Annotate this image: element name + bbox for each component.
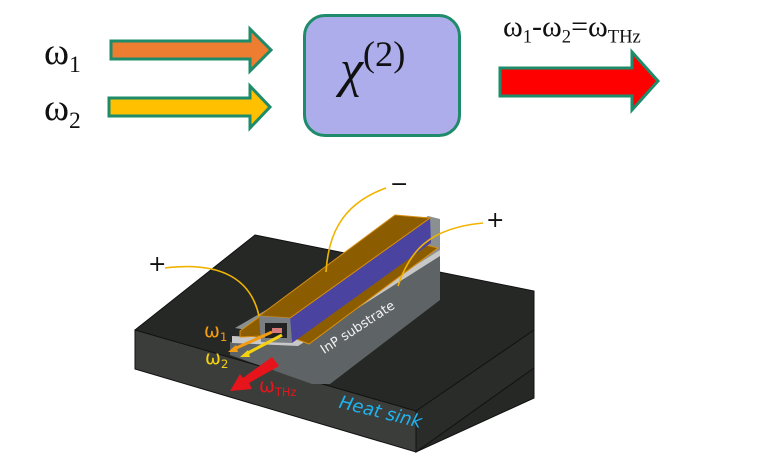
omega-1-beam bbox=[233, 330, 273, 351]
ridge-sidewall bbox=[290, 217, 431, 343]
omega-2: ω bbox=[542, 10, 562, 43]
thz-beam-label: ωTHz bbox=[259, 375, 297, 399]
omega-2-label: ω2 bbox=[44, 86, 81, 133]
omega-1-arrow bbox=[109, 25, 274, 75]
subscript: 1 bbox=[219, 330, 228, 345]
superscript: (2) bbox=[362, 33, 406, 74]
omega-symbol: ω bbox=[44, 87, 70, 129]
wire-right-plus bbox=[397, 222, 484, 287]
omega-thz: ω bbox=[588, 10, 608, 43]
subscript: 2 bbox=[220, 357, 229, 372]
right-plus-terminal: + bbox=[486, 208, 505, 233]
subscript: THz bbox=[607, 26, 641, 48]
active-region bbox=[272, 328, 282, 333]
omega-1-label: ω1 bbox=[44, 30, 81, 77]
minus-terminal: − bbox=[390, 172, 409, 197]
omega-1-beam-label: ω1 bbox=[204, 320, 228, 345]
omega-2-arrow bbox=[107, 82, 273, 132]
omega-2-beam-head bbox=[240, 350, 250, 357]
left-plus-terminal: + bbox=[148, 252, 167, 277]
difference-frequency-equation: ω1-ω2=ωTHz bbox=[503, 10, 641, 46]
subscript: THz bbox=[274, 384, 297, 399]
subscript: 1 bbox=[69, 52, 81, 79]
omega-2-beam-label: ω2 bbox=[205, 347, 229, 372]
chi2-label: χ(2) bbox=[340, 36, 405, 100]
omega-1-beam-head bbox=[228, 345, 238, 352]
chi-symbol: χ bbox=[340, 41, 363, 98]
substrate-front-face bbox=[230, 252, 440, 384]
omega-symbol: ω bbox=[204, 320, 220, 342]
omega-symbol: ω bbox=[259, 375, 275, 397]
subscript: 2 bbox=[561, 26, 572, 48]
omega-symbol: ω bbox=[44, 31, 70, 73]
wire-left-plus bbox=[164, 265, 260, 317]
omega-2-beam bbox=[245, 333, 283, 356]
subscript: 2 bbox=[69, 108, 81, 135]
chi2-process-box bbox=[303, 14, 461, 137]
omega-symbol: ω bbox=[205, 347, 221, 369]
thz-output-arrow bbox=[498, 48, 661, 114]
wire-minus bbox=[325, 187, 387, 273]
equals-sign: = bbox=[571, 10, 589, 43]
omega-1: ω bbox=[503, 10, 523, 43]
thz-beam-arrow bbox=[230, 357, 279, 391]
heat-sink-side bbox=[415, 329, 535, 453]
subscript: 1 bbox=[522, 26, 533, 48]
minus-sign: - bbox=[532, 10, 543, 43]
